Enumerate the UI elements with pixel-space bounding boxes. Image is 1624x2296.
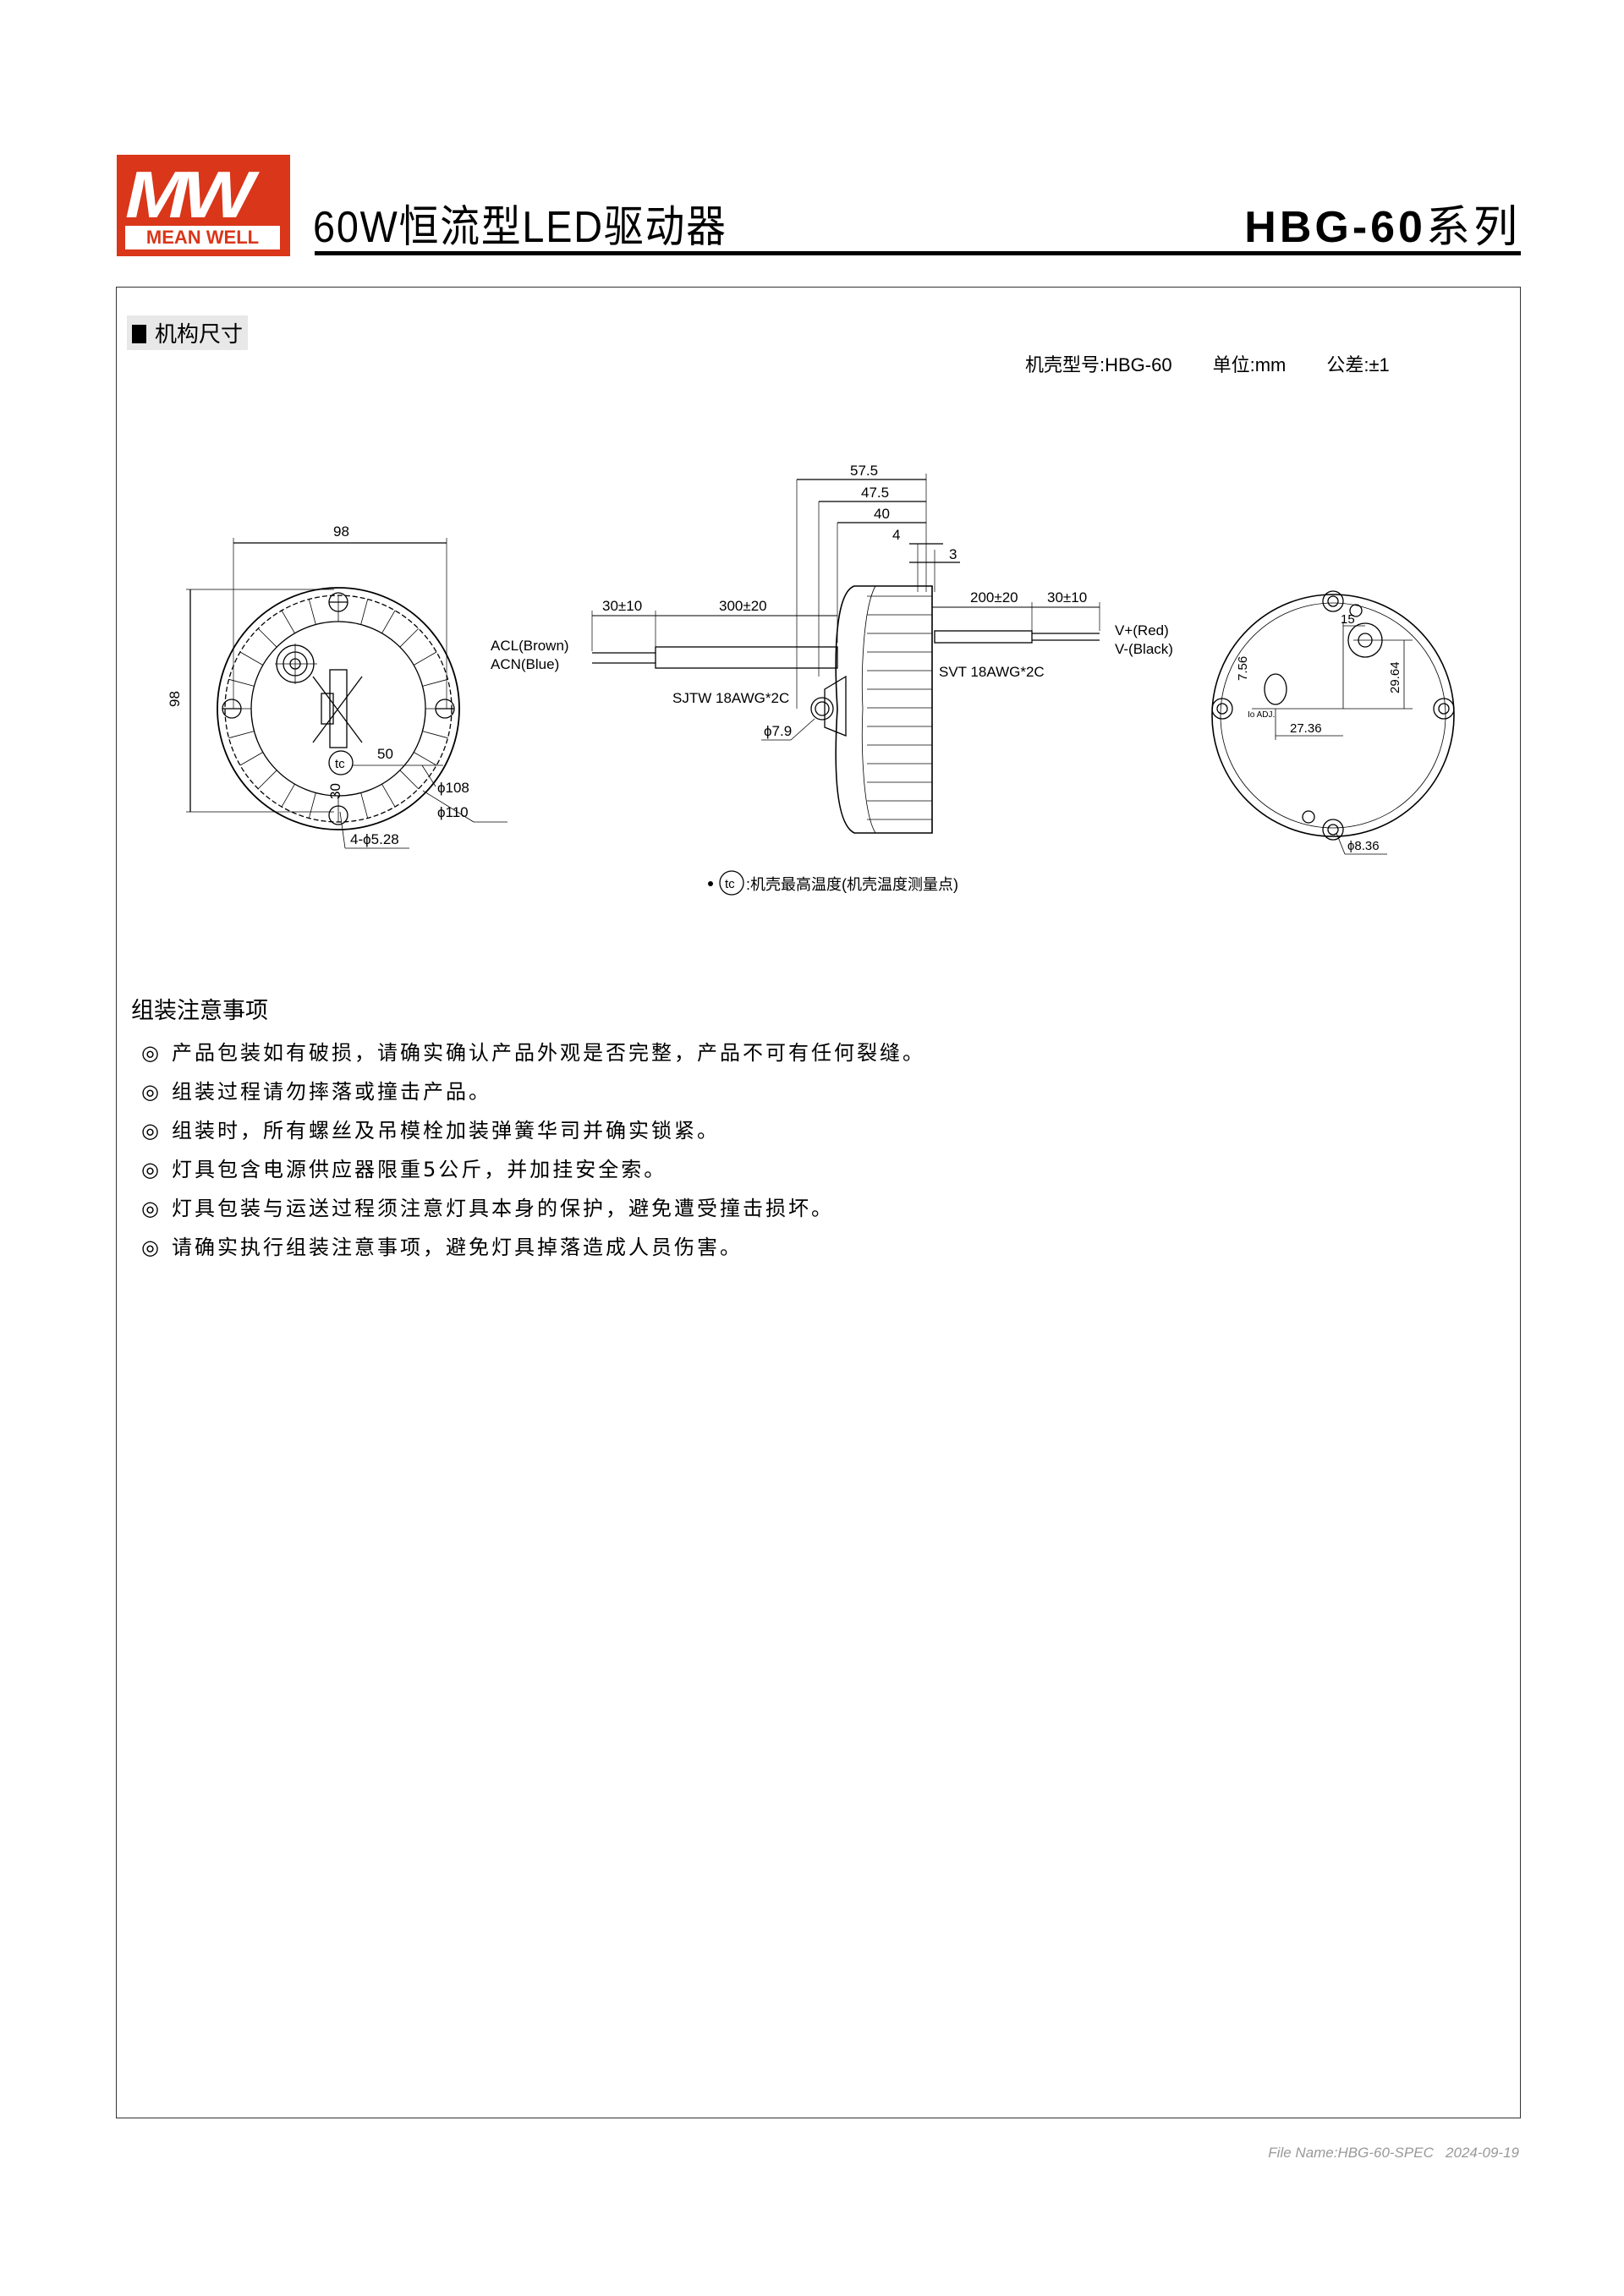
mechanical-drawing: 98 98 tc 50 30 ϕ108 ϕ110 4-ϕ5.28 57.5 [167,463,1455,896]
note-item: ◎ 产品包装如有破损，请确实确认产品外观是否完整，产品不可有任何裂缝。 [141,1036,925,1066]
fin-line [422,731,448,739]
fin-line [360,792,369,819]
fin-line [228,678,255,687]
dim-d8-36: ϕ8.36 [1347,839,1380,853]
content-frame [116,287,1521,2118]
rear-view [1211,590,1455,855]
fin-line [381,784,396,808]
label-input-cable: SJTW 18AWG*2C [672,690,789,706]
note-text: 灯具包含电源供应器限重5公斤，并加挂安全索。 [171,1158,667,1181]
dim-tc-y: 30 [327,783,343,799]
header-rule [315,251,1521,255]
tc-note: tc :机壳最高温度(机壳温度测量点) [708,870,958,896]
note-item: ◎ 灯具包含电源供应器限重5公斤，并加挂安全索。 [141,1153,667,1182]
note-text: 组装时，所有螺丝及吊模栓加装弹簧华司并确实锁紧。 [171,1119,720,1143]
note-text: 请确实执行组装注意事项，避免灯具掉落造成人员伤害。 [171,1236,743,1259]
label-vplus: V+(Red) [1115,622,1169,638]
dim-15: 15 [1341,612,1355,627]
dim-output-strip: 30±10 [1047,589,1087,606]
fin-line [308,599,316,625]
dim-7-56: 7.56 [1236,656,1250,681]
dim-d110: ϕ110 [437,804,469,820]
mean-well-logo: MW MEAN WELL [117,155,290,256]
dim-input-strip: 30±10 [602,598,642,614]
fin-line [360,599,369,625]
note-text: 灯具包装与运送过程须注意灯具本身的保护，避免遭受撞击损坏。 [171,1197,834,1220]
note-item: ◎ 组装过程请勿摔落或撞击产品。 [141,1075,491,1104]
footer: File Name:HBG-60-SPEC 2024-09-19 [1268,2145,1519,2162]
front-view [186,538,508,849]
section-title: 机构尺寸 [155,322,244,348]
mount-tabs [222,592,455,825]
dim-input-length: 300±20 [719,598,767,614]
assembly-notes-title: 组装注意事项 [131,998,268,1024]
side-view [591,474,1100,834]
fin-line [422,678,448,687]
file-date: 2024-09-19 [1446,2145,1519,2161]
fin-line [228,731,255,739]
logo-text: MEAN WELL [125,226,280,249]
unit: 单位:mm [1212,354,1287,375]
dim-gland: ϕ7.9 [764,723,792,739]
dim-57-5: 57.5 [850,463,878,479]
double-circle-bullet-icon: ◎ [141,1197,162,1220]
dim-height: 98 [167,691,183,707]
dim-4: 4 [892,527,900,543]
label-io-adj: Io ADJ. [1248,710,1275,720]
dim-47-5: 47.5 [861,485,889,501]
fin-line [239,651,263,666]
series-suffix: 系列 [1425,203,1521,252]
label-output-cable: SVT 18AWG*2C [939,664,1045,680]
fin-line [399,627,420,648]
fin-line [257,627,277,648]
note-text: 产品包装如有破损，请确实确认产品外观是否完整，产品不可有任何裂缝。 [171,1041,925,1065]
double-circle-bullet-icon: ◎ [141,1236,162,1259]
dim-29-64: 29.64 [1388,661,1402,693]
spec-line: 机壳型号:HBG-60 单位:mm 公差:±1 [1025,350,1430,377]
double-circle-bullet-icon: ◎ [141,1080,162,1104]
section-heading: 机构尺寸 [127,315,249,350]
double-circle-bullet-icon: ◎ [141,1119,162,1143]
file-name: File Name:HBG-60-SPEC [1268,2145,1434,2161]
dim-27-36: 27.36 [1290,721,1322,736]
label-acl: ACL(Brown) [491,638,569,654]
dim-3: 3 [949,546,957,562]
fin-line [281,610,295,633]
tc-note-symbol: tc [725,877,735,891]
note-item: ◎ 灯具包装与运送过程须注意灯具本身的保护，避免遭受撞击损坏。 [141,1192,834,1221]
dim-width: 98 [333,523,349,540]
fin-line [281,784,295,808]
note-item: ◎ 请确实执行组装注意事项，避免灯具掉落造成人员伤害。 [141,1230,743,1260]
dim-tc-x: 50 [377,746,393,762]
fin-line [381,610,396,633]
fin-line [308,792,316,819]
dim-d108: ϕ108 [437,780,469,796]
square-bullet-icon [132,325,146,343]
fin-line [399,770,420,790]
label-vminus: V-(Black) [1115,641,1173,657]
dim-holes: 4-ϕ5.28 [350,831,399,847]
label-acn: ACN(Blue) [491,656,559,672]
double-circle-bullet-icon: ◎ [141,1158,162,1181]
fin-line [239,752,263,766]
tc-marker: tc [335,757,345,771]
tc-note-text: :机壳最高温度(机壳温度测量点) [746,876,958,893]
fin-line [414,752,437,766]
case-number: 机壳型号:HBG-60 [1025,354,1172,375]
page-title: 60W恒流型LED驱动器 [313,203,727,252]
dim-output-length: 200±20 [970,589,1018,606]
fin-line [257,770,277,790]
logo-mw-mark: MW [125,157,254,232]
note-item: ◎ 组装时，所有螺丝及吊模栓加装弹簧华司并确实锁紧。 [141,1114,720,1143]
dim-40: 40 [874,506,890,522]
series-model: HBG-60 [1244,203,1426,252]
tolerance: 公差:±1 [1326,354,1390,375]
series-title: HBG-60系列 [1244,191,1521,255]
double-circle-bullet-icon: ◎ [141,1041,162,1065]
fin-line [414,651,437,666]
note-text: 组装过程请勿摔落或撞击产品。 [171,1080,491,1104]
